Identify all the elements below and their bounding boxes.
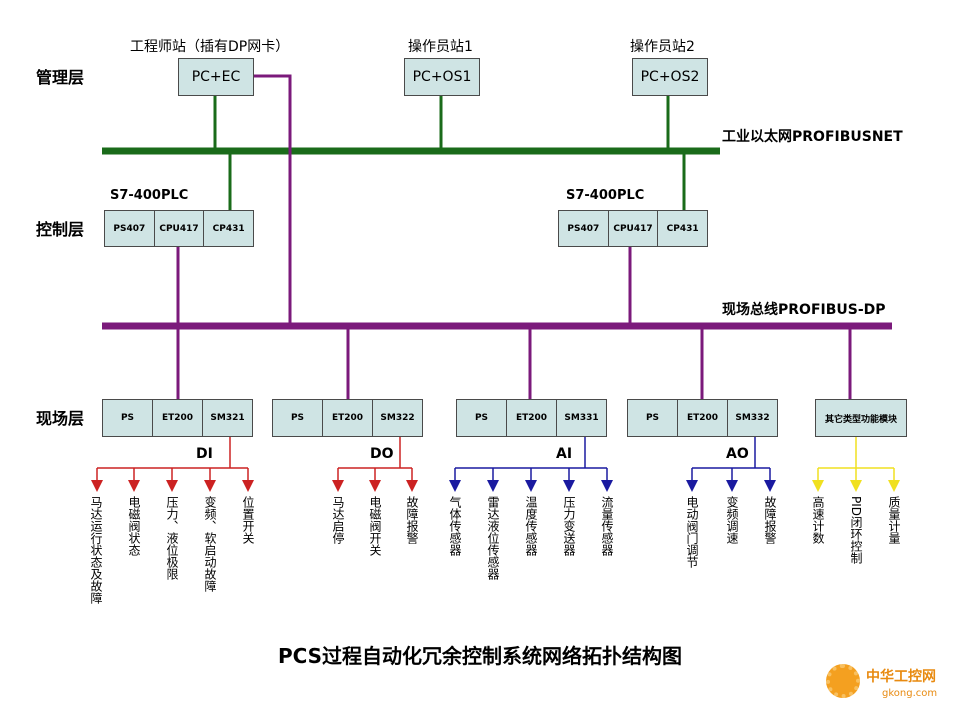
signal-ai-2: 雷达液位传感器	[486, 496, 500, 580]
di-signal-tree	[91, 437, 254, 492]
ai-signal-tree	[449, 437, 613, 492]
signal-di-5: 位置开关	[241, 496, 255, 544]
plc2-module-ps: PS407	[559, 211, 609, 246]
rack-di-module-ps: PS	[103, 400, 153, 436]
gear-icon	[826, 664, 860, 698]
rack-ao-module-et200: ET200	[678, 400, 728, 436]
plc-rack-1: PS407 CPU417 CP431	[104, 210, 254, 247]
station-title-engineer: 工程师站（插有DP网卡）	[130, 39, 290, 55]
fieldbus-label: 现场总线PROFIBUS-DP	[722, 302, 886, 318]
rack-ai-module-sm: SM331	[564, 413, 599, 423]
signal-ao-3: 故障报警	[763, 496, 777, 544]
station-box-os1: PC+OS1	[404, 58, 480, 96]
signal-di-2: 电磁阀状态	[127, 496, 141, 556]
signal-ai-5: 流量传感器	[600, 496, 614, 556]
station-box-os2: PC+OS2	[632, 58, 708, 96]
gkong-logo: 中华工控网 gkong.com	[822, 660, 952, 710]
signal-do-2: 电磁阀开关	[368, 496, 382, 556]
plc1-module-cp: CP431	[212, 223, 245, 234]
ethernet-label: 工业以太网PROFIBUSNET	[722, 129, 903, 145]
ao-signal-tree	[686, 437, 776, 492]
signal-other-3: 质量计量	[887, 496, 901, 544]
rack-do-module-sm: SM322	[380, 413, 415, 423]
signal-di-3: 压力、液位极限	[165, 496, 179, 580]
diagram-caption: PCS过程自动化冗余控制系统网络拓扑结构图	[277, 644, 683, 668]
plc2-module-cpu: CPU417	[609, 211, 659, 246]
signal-ai-4: 压力变送器	[562, 496, 576, 556]
logo-brand: 中华工控网	[866, 669, 936, 685]
field-rack-do: PS ET200 SM322	[272, 399, 423, 437]
field-rack-di: PS ET200 SM321	[102, 399, 253, 437]
rack-do-module-et200: ET200	[323, 400, 373, 436]
group-label-ao: AO	[726, 446, 749, 462]
plc1-module-ps: PS407	[105, 211, 155, 246]
field-rack-ai: PS ET200 SM331	[456, 399, 607, 437]
group-label-ai: AI	[556, 446, 573, 462]
do-signal-tree	[332, 437, 418, 492]
ec-dp-link	[254, 74, 292, 326]
logo-url: gkong.com	[882, 688, 938, 699]
plc-rack-2: PS407 CPU417 CP431	[558, 210, 708, 247]
signal-di-1: 马达运行状态及故障	[89, 496, 103, 604]
other-signal-tree	[812, 437, 900, 492]
group-label-di: DI	[196, 446, 213, 462]
plc1-module-cpu: CPU417	[155, 211, 205, 246]
layer-label-field: 现场层	[36, 409, 85, 428]
station-title-os1: 操作员站1	[408, 39, 473, 55]
signal-ai-1: 气体传感器	[448, 496, 462, 556]
rack-ai-module-ps: PS	[457, 400, 507, 436]
rack-do-module-ps: PS	[273, 400, 323, 436]
signal-ao-2: 变频调速	[725, 496, 739, 544]
rack-ai-module-et200: ET200	[507, 400, 557, 436]
signal-ai-3: 温度传感器	[524, 496, 538, 556]
group-label-do: DO	[370, 446, 394, 462]
signal-do-1: 马达启停	[331, 496, 345, 544]
field-rack-other: 其它类型功能模块	[815, 399, 907, 437]
signal-other-2: PID闭环控制	[849, 496, 863, 565]
station-box-engineer: PC+EC	[178, 58, 254, 96]
signal-other-1: 高速计数	[811, 496, 825, 544]
rack-other-module: 其它类型功能模块	[824, 414, 897, 425]
signal-di-4: 变频、软启动故障	[203, 496, 217, 592]
field-rack-ao: PS ET200 SM332	[627, 399, 778, 437]
rack-ao-module-sm: SM332	[735, 413, 770, 423]
signal-do-3: 故障报警	[405, 496, 419, 544]
layer-label-management: 管理层	[36, 68, 85, 87]
plc-title-2: S7-400PLC	[566, 188, 645, 203]
station-title-os2: 操作员站2	[630, 39, 695, 55]
layer-label-control: 控制层	[36, 220, 85, 239]
signal-ao-1: 电动阀门调节	[685, 496, 699, 568]
plc-title-1: S7-400PLC	[110, 188, 189, 203]
rack-di-module-sm: SM321	[210, 413, 245, 423]
plc2-module-cp: CP431	[666, 223, 699, 234]
rack-di-module-et200: ET200	[153, 400, 203, 436]
rack-ao-module-ps: PS	[628, 400, 678, 436]
